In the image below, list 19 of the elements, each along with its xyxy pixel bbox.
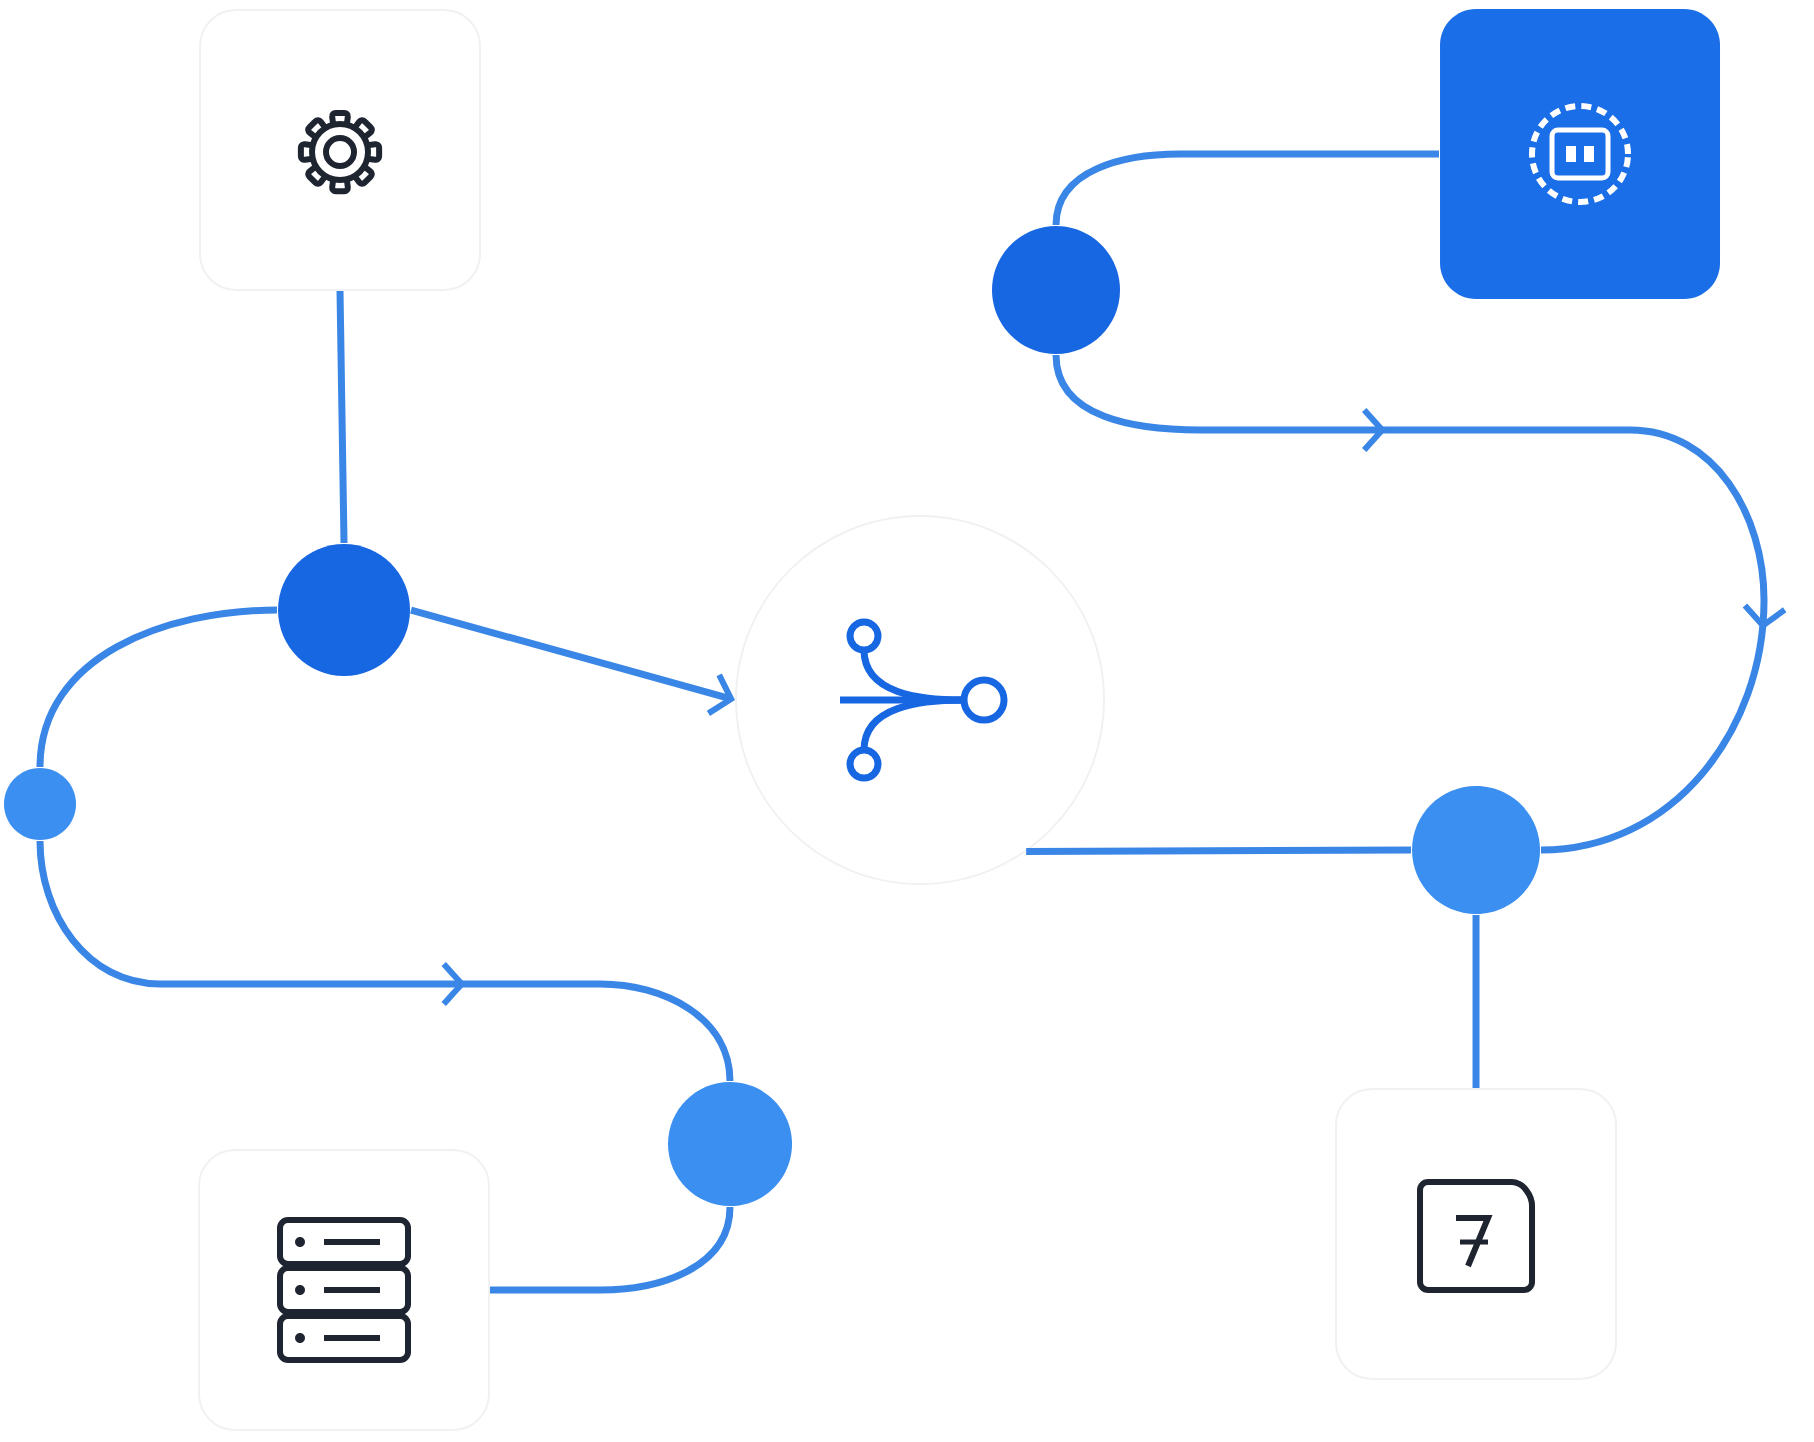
icon-tile: [198, 1149, 490, 1431]
junction-dot: [1412, 786, 1540, 914]
hub-circle: [735, 515, 1105, 885]
junction-dot: [992, 226, 1120, 354]
connector-line: [1052, 150, 1439, 226]
connector-line: [36, 840, 734, 1082]
connector-line: [1026, 846, 1412, 856]
junction-dot: [668, 1082, 792, 1206]
junction-dot: [278, 544, 410, 676]
connector-line: [490, 1206, 734, 1294]
connector-line: [336, 290, 348, 544]
icon-tile: [199, 9, 481, 291]
icon-tile: [1335, 1088, 1617, 1380]
connector-line: [36, 606, 278, 768]
connector-line: [410, 606, 735, 716]
connector-line: [1052, 354, 1787, 854]
icon-tile: [1440, 9, 1720, 299]
connector-line: [1472, 915, 1480, 1088]
junction-dot: [4, 768, 76, 840]
